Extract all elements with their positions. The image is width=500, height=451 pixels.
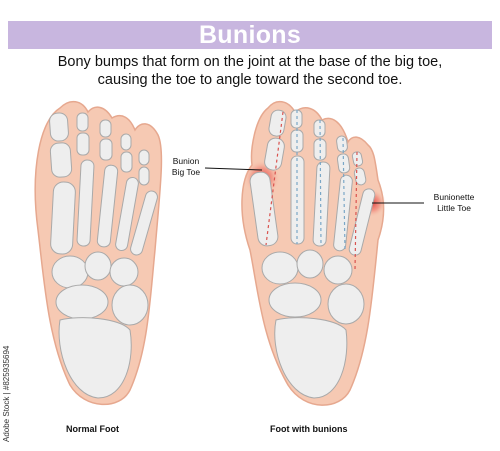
- stock-id-text: Adobe Stock | #825935694: [2, 345, 11, 442]
- bunion-label-line-1: Bunion: [172, 156, 200, 166]
- subtitle-line-1: Bony bumps that form on the joint at the…: [57, 54, 443, 70]
- bunion-foot: [204, 100, 424, 406]
- little-toe-axis-line: [354, 151, 358, 271]
- subtitle: Bony bumps that form on the joint at the…: [0, 53, 500, 89]
- bunionette-label-line-1: Bunionette: [433, 192, 475, 202]
- normal-foot: [34, 100, 163, 406]
- title-band: Bunions: [8, 21, 492, 49]
- bunion-label: Bunion Big Toe: [166, 156, 206, 178]
- subtitle-line-2: causing the toe to angle toward the seco…: [97, 72, 403, 88]
- normal-foot-caption: Normal Foot: [66, 424, 119, 434]
- bunion-label-line-2: Big Toe: [171, 167, 201, 177]
- big-toe-axis-line: [265, 111, 284, 246]
- bunion-leader-line: [204, 167, 263, 171]
- bunion-foot-caption: Foot with bunions: [270, 424, 348, 434]
- bunionette-label: Bunionette Little Toe: [426, 192, 482, 214]
- page-title: Bunions: [198, 20, 302, 49]
- bunionette-label-line-2: Little Toe: [437, 203, 471, 213]
